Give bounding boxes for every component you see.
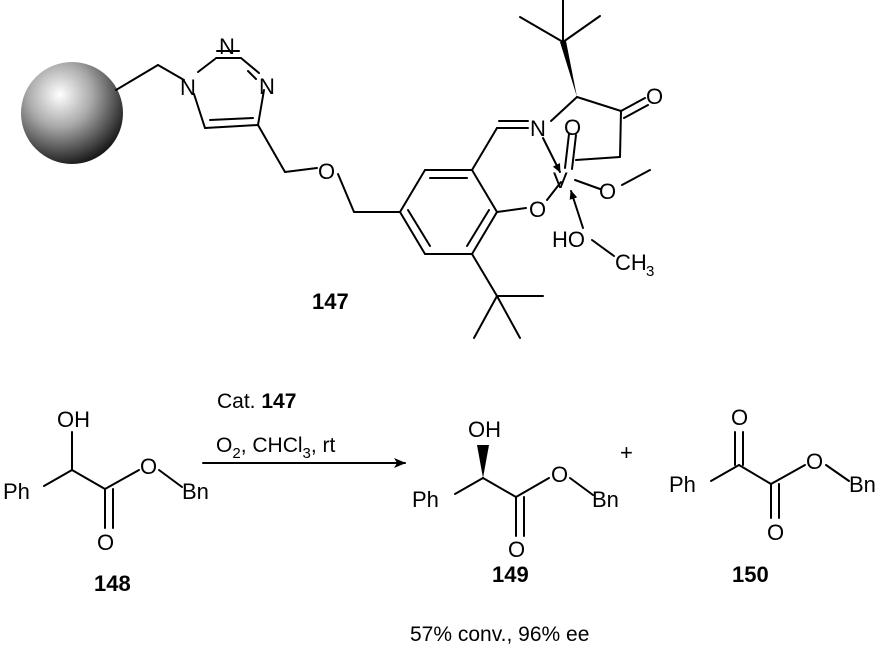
catalyst-147-structure: N N N O N O O V O O HO CH 3 147 — [21, 0, 663, 339]
reactant-bn: Bn — [182, 479, 209, 504]
reactant-carbonyl-o: O — [97, 530, 114, 555]
product-149-ph: Ph — [412, 487, 439, 512]
atom-vanadium: V — [553, 168, 568, 193]
atom-ketone-o: O — [646, 84, 663, 109]
product-149-oh: OH — [468, 417, 501, 442]
atom-n1: N — [180, 75, 196, 100]
product-149-bn: Bn — [592, 487, 619, 512]
atom-vanadyl-o: O — [564, 115, 581, 140]
atom-hoch3-ho: HO — [552, 227, 585, 252]
reactant-oh: OH — [57, 407, 90, 432]
atom-phenoxy-o: O — [529, 197, 546, 222]
compound-label-147: 147 — [312, 289, 349, 314]
product-150-keto-o: O — [731, 405, 748, 430]
reactant-148-structure: OH Ph O Bn O 148 — [3, 407, 209, 596]
compound-label-150: 150 — [732, 562, 769, 587]
product-150-ph: Ph — [669, 472, 696, 497]
atom-methoxy-o: O — [599, 179, 616, 204]
compound-label-148: 148 — [94, 571, 131, 596]
product-149-carbonyl-o: O — [508, 537, 525, 562]
atom-hoch3-sub: 3 — [646, 263, 654, 280]
reactant-ester-o: O — [140, 454, 157, 479]
atom-n3: N — [259, 74, 275, 99]
product-150-carbonyl-o: O — [767, 520, 784, 545]
atom-n2: N — [219, 34, 235, 59]
product-149-structure: OH Ph O Bn O 149 — [412, 417, 619, 587]
product-150-bn: Bn — [849, 472, 876, 497]
conditions-line-2: O2, CHCl3, rt — [216, 434, 336, 462]
plus-sign: + — [620, 440, 633, 465]
result-text: 57% conv., 96% ee — [410, 623, 589, 646]
compound-label-149: 149 — [492, 562, 529, 587]
product-150-structure: O Ph O Bn O 150 — [669, 405, 876, 587]
product-150-ester-o: O — [806, 449, 823, 474]
polymer-bead — [21, 62, 123, 164]
atom-imine-n: N — [530, 116, 546, 141]
atom-ether-o: O — [318, 159, 335, 184]
product-149-ester-o: O — [551, 462, 568, 487]
atom-hoch3-ch: CH — [615, 250, 647, 275]
reaction-conditions: Cat. 147 O2, CHCl3, rt — [202, 390, 406, 468]
conditions-line-1: Cat. 147 — [217, 390, 296, 413]
reactant-ph: Ph — [3, 479, 30, 504]
